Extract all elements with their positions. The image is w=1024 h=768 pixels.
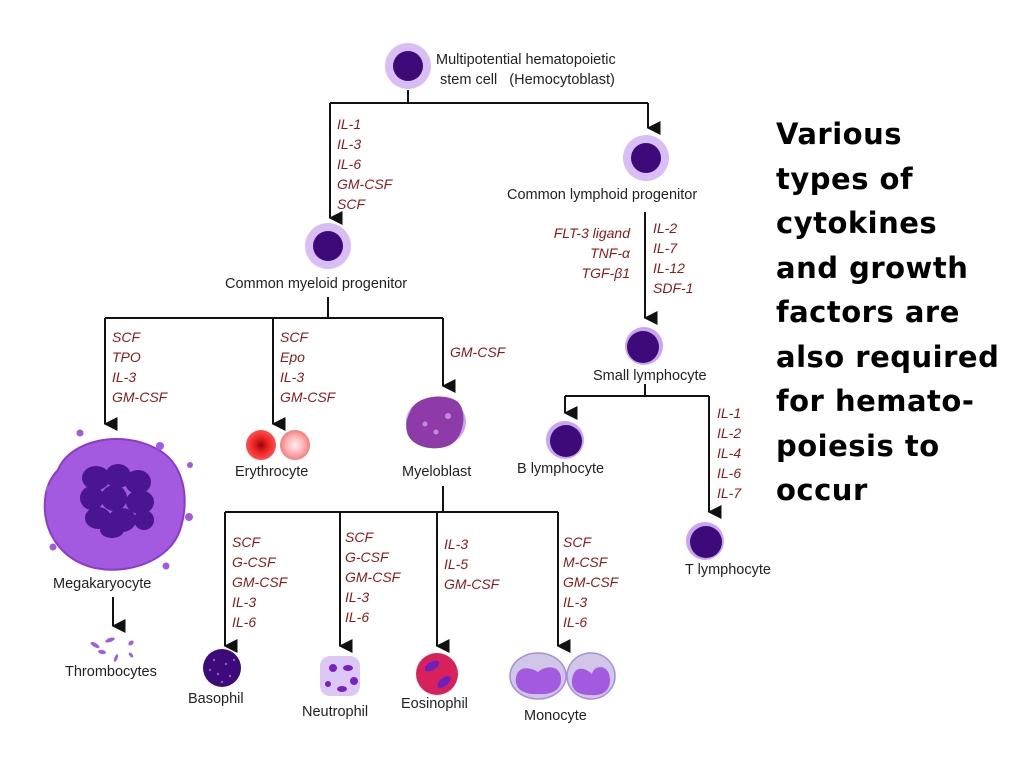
side-caption: Various types of cytokines and growth fa…	[776, 112, 1016, 513]
myeloblast-label: Myeloblast	[402, 464, 471, 480]
cytokine-label: SCF	[232, 534, 261, 550]
cytokine-label: SCF	[280, 329, 309, 345]
cytokine-list-to-myeloblast: GM-CSF	[450, 344, 507, 360]
cytokine-label: G-CSF	[232, 554, 277, 570]
cytokine-label: IL-3	[563, 594, 587, 610]
cytokine-label: TPO	[112, 349, 141, 365]
cytokine-list-to-neutrophil: SCF G-CSF GM-CSF IL-3IL-6	[345, 529, 402, 625]
stem-cell-label-line1: Multipotential hematopoietic	[436, 52, 616, 68]
t-lymphocyte-label: T lymphocyte	[685, 562, 771, 578]
connector-lines	[103, 90, 722, 653]
cytokine-label: IL-2	[717, 425, 741, 441]
eosinophil-icon	[416, 653, 458, 695]
cytokine-label: SCF	[563, 534, 592, 550]
cytokine-list-to-monocyte: SCF M-CSF GM-CSF IL-3IL-6	[563, 534, 620, 630]
cytokine-label: GM-CSF	[232, 574, 289, 590]
erythrocyte-icon	[246, 430, 310, 460]
neutrophil-icon	[320, 656, 360, 696]
cytokine-label: IL-1	[337, 116, 361, 132]
basophil-label: Basophil	[188, 691, 244, 707]
side-caption-line: occur	[776, 473, 868, 507]
cytokine-label: IL-1	[717, 405, 741, 421]
side-caption-line: also required	[776, 339, 1000, 374]
monocyte-icon	[509, 652, 616, 700]
cytokine-label: M-CSF	[563, 554, 609, 570]
cytokine-list-to-basophil: SCF G-CSF GM-CSF IL-3IL-6	[232, 534, 289, 630]
cytokine-label: SCF	[345, 529, 374, 545]
small-lymphocyte-icon	[625, 327, 663, 365]
cytokine-label: Epo	[280, 349, 305, 365]
thrombocytes-label: Thrombocytes	[65, 664, 157, 680]
common-myeloid-label: Common myeloid progenitor	[225, 276, 407, 292]
b-lymphocyte-label: B lymphocyte	[517, 461, 604, 477]
cytokine-list-to-eosinophil: IL-3IL-5GM-CSF	[444, 536, 501, 592]
cytokine-label: IL-4	[717, 445, 741, 461]
cytokine-label: FLT-3 ligand	[554, 225, 631, 241]
t-lymphocyte-icon	[686, 522, 724, 560]
stem-cell-icon	[385, 43, 431, 89]
side-caption-line: types of	[776, 161, 914, 196]
cytokine-label: SCF	[337, 196, 366, 212]
cytokine-list-to-t-lymphocyte: IL-1IL-2IL-4IL-6IL-7	[717, 405, 742, 501]
cytokine-label: IL-3	[444, 536, 468, 552]
common-lymphoid-progenitor-icon	[623, 135, 669, 181]
cytokine-label: GM-CSF	[112, 389, 169, 405]
erythrocyte-label: Erythrocyte	[235, 464, 308, 480]
cytokine-label: G-CSF	[345, 549, 390, 565]
cytokine-label: IL-3	[280, 369, 304, 385]
cytokine-label: IL-3	[232, 594, 256, 610]
myeloblast-icon	[406, 396, 466, 449]
megakaryocyte-label: Megakaryocyte	[53, 576, 151, 592]
cytokine-label: IL-6	[337, 156, 361, 172]
cytokine-label: SDF-1	[653, 280, 693, 296]
cytokine-label: GM-CSF	[345, 569, 402, 585]
monocyte-label: Monocyte	[524, 708, 587, 724]
cytokine-list-to-megakaryocyte: SCF TPO IL-3GM-CSF	[112, 329, 169, 405]
cytokine-label: IL-6	[232, 614, 256, 630]
cytokine-label: IL-5	[444, 556, 468, 572]
cytokine-label: IL-6	[345, 609, 369, 625]
megakaryocyte-icon	[43, 429, 193, 571]
cytokine-label: GM-CSF	[280, 389, 337, 405]
b-lymphocyte-icon	[546, 421, 584, 459]
side-caption-line: Various	[776, 117, 902, 151]
side-caption-line: poiesis to	[776, 428, 940, 463]
common-lymphoid-label: Common lymphoid progenitor	[507, 187, 697, 203]
stem-cell-label-line2: stem cell (Hemocytoblast)	[440, 72, 615, 88]
cytokine-label: SCF	[112, 329, 141, 345]
small-lymphocyte-label: Small lymphocyte	[593, 368, 707, 384]
cytokine-label: TNF-α	[590, 245, 631, 261]
cytokine-label: GM-CSF	[444, 576, 501, 592]
cytokine-label: IL-3	[112, 369, 136, 385]
basophil-icon	[203, 649, 241, 687]
eosinophil-label: Eosinophil	[401, 696, 468, 712]
common-myeloid-progenitor-icon	[305, 223, 351, 269]
cytokine-label: IL-7	[653, 240, 678, 256]
cytokine-label: IL-3	[337, 136, 361, 152]
thrombocytes-icon	[90, 637, 134, 662]
cytokine-label: IL-6	[563, 614, 587, 630]
cytokine-label: IL-2	[653, 220, 677, 236]
side-caption-line: cytokines	[776, 206, 938, 240]
cytokine-label: GM-CSF	[337, 176, 394, 192]
side-caption-line: and growth	[776, 250, 969, 285]
cytokine-list-to-myeloid: IL-1IL-3IL-6GM-CSF SCF	[337, 116, 394, 212]
cytokine-label: TGF-β1	[582, 265, 630, 281]
cytokine-label: IL-3	[345, 589, 369, 605]
cytokine-label: IL-7	[717, 485, 742, 501]
cytokine-label: IL-12	[653, 260, 685, 276]
cytokine-label: IL-6	[717, 465, 741, 481]
side-caption-line: factors are	[776, 295, 960, 329]
side-caption-line: for hemato-	[776, 384, 975, 418]
cytokine-label: GM-CSF	[450, 344, 507, 360]
neutrophil-label: Neutrophil	[302, 704, 368, 720]
cytokine-label: GM-CSF	[563, 574, 620, 590]
